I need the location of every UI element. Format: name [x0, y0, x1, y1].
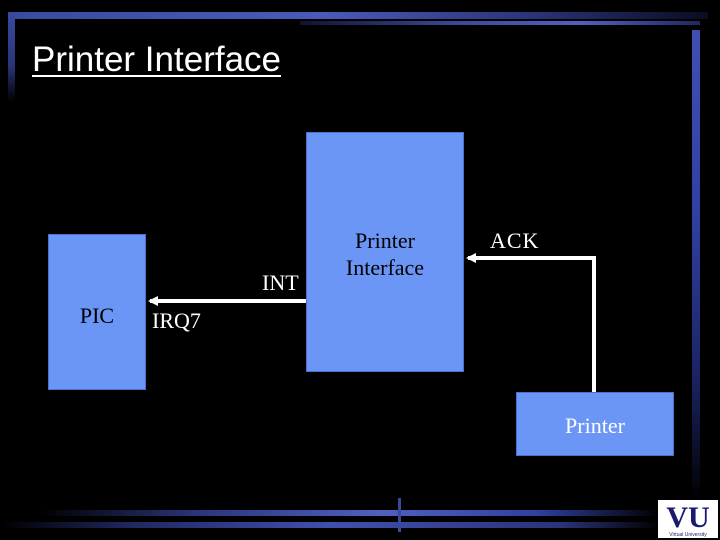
vu-logo-caption: Virtual University	[669, 532, 707, 538]
int-signal-label: INT	[262, 270, 299, 295]
decorative-right-bar	[692, 30, 700, 500]
ack-wire	[466, 253, 596, 392]
decorative-bottom-bar	[40, 510, 660, 516]
vu-logo-text: VU	[666, 501, 709, 534]
printer-label: Printer	[565, 413, 625, 438]
printer-interface-label: Printer Interface	[307, 227, 463, 281]
vu-logo: VU Virtual University	[658, 500, 718, 538]
decorative-bottom-tick	[398, 498, 401, 532]
printer-interface-label-line-2: Interface	[345, 255, 425, 280]
decorative-left-bar	[8, 12, 15, 102]
pic-label: PIC	[79, 303, 115, 328]
pic-block: PIC	[48, 234, 146, 390]
decorative-bottom-bar-secondary	[0, 522, 660, 528]
decorative-top-bar	[8, 12, 708, 19]
printer-block: Printer	[516, 392, 674, 456]
printer-interface-label-line-1: Printer	[355, 228, 415, 253]
ack-signal-label: ACK	[490, 228, 540, 253]
irq7-signal-label: IRQ7	[152, 308, 201, 333]
slide-title: Printer Interface	[32, 40, 281, 79]
printer-interface-block: Printer Interface	[306, 132, 464, 372]
decorative-top-bar-secondary	[300, 21, 700, 25]
